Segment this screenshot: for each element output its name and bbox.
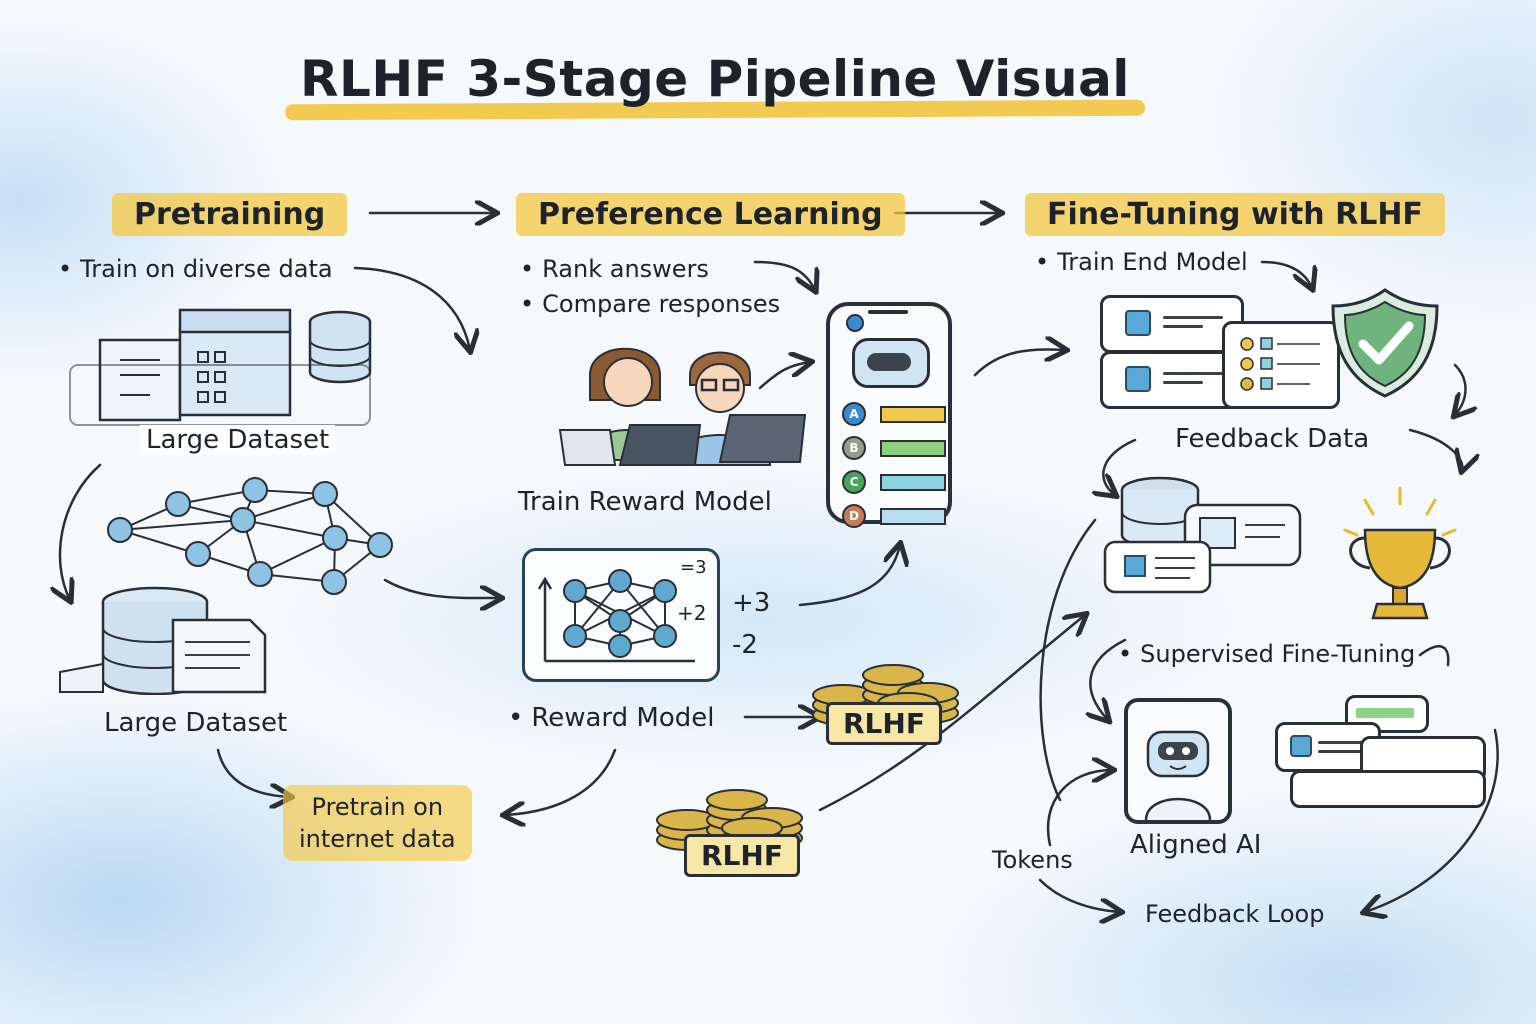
app-icon [846,314,864,332]
trophy-icon [1335,480,1465,630]
option-score-bar [880,405,946,423]
callout-pretrain-internet: Pretrain on internet data [283,785,472,861]
ranking-option-d: D [842,504,946,528]
rlhf-tag-2: RLHF [684,834,800,877]
network-node [608,634,632,658]
callout-line-2: internet data [299,825,456,853]
network-node [321,569,347,595]
option-score-bar [880,473,946,491]
robot-phone-icon [1124,698,1232,824]
label-aligned-ai: Aligned AI [1130,830,1262,860]
network-node [563,624,587,648]
network-edge [177,489,256,505]
label-large-dataset-top: Large Dataset [140,425,336,455]
arrow-reward-to-callout [505,748,617,815]
arrow-sft-right [1418,645,1450,667]
thumbs-up-bubble-icon [1100,295,1340,420]
network-edge [119,519,244,531]
annotators-with-laptops-icon [550,330,810,470]
label-large-dataset-bottom: Large Dataset [104,708,288,738]
option-score-bar [880,507,946,525]
arrow-scores-up [798,545,900,607]
score-plus3: +3 [732,588,771,618]
shield-check-icon [1325,282,1445,402]
ranking-option-a: A [842,402,946,426]
coin [706,789,768,811]
label-supervised-fine-tuning: Supervised Fine-Tuning [1118,640,1415,668]
arrow-rank-answers [753,260,815,290]
rlhf-tag-1: RLHF [826,702,942,745]
network-edge [242,519,336,539]
option-letter-badge: C [842,470,866,494]
label-feedback-loop: Feedback Loop [1145,900,1325,928]
network-edge [259,537,336,575]
database-stack-icon [60,300,400,430]
reward-chart-icon: =3 +2 [522,548,720,682]
network-node [185,541,211,567]
coin [862,664,924,686]
score-minus2: -2 [732,630,758,660]
arrow-tokens-up [1046,770,1112,847]
network-node [322,525,348,551]
ranking-option-c: C [842,470,946,494]
network-node [653,579,677,603]
ranking-option-b: B [842,436,946,460]
thumbs-up-icon [1290,735,1312,757]
page-title: RLHF 3-Stage Pipeline Visual [300,50,1130,108]
thumbs-up-icon [1125,310,1151,336]
label-train-reward-model: Train Reward Model [518,487,772,517]
network-node [242,477,268,503]
network-node [608,609,632,633]
phone-speaker [868,310,908,314]
neural-network-icon [100,470,400,600]
score-eq3: =3 [680,557,707,578]
option-letter-badge: D [842,504,866,528]
score-plus2: +2 [677,601,707,625]
robot-icon [852,338,930,388]
stage-finetuning-header: Fine-Tuning with RLHF [1025,193,1445,236]
label-feedback-data: Feedback Data [1175,424,1370,454]
network-node [165,491,191,517]
stage-preference-header: Preference Learning [516,193,905,236]
arrow-tokens-to-loop [1038,878,1120,912]
network-node [367,532,393,558]
network-node [107,517,133,543]
network-node [312,481,338,507]
stage-pretraining-header: Pretraining [112,193,348,236]
network-node [608,569,632,593]
network-node [230,507,256,533]
feedback-database-icon [1100,470,1310,610]
arrow-feedback-right [1408,428,1462,470]
arrow-shield-down [1455,363,1466,415]
arrow-left-loop [1039,518,1097,802]
callout-line-1: Pretrain on [311,793,444,821]
arrow-phone-to-feedback [973,349,1065,377]
chat-bubbles-icon [1270,690,1486,810]
network-node [247,561,273,587]
network-edge [119,529,199,555]
chart-axis [537,576,695,663]
bullet-train-end-model: Train End Model [1035,248,1248,276]
thumbs-up-icon [1125,366,1151,392]
option-score-bar [880,439,946,457]
network-node [563,579,587,603]
arrow-large-dataset-to-callout [216,748,290,797]
arrow-network-to-reward [383,578,500,598]
label-tokens: Tokens [992,846,1073,874]
progress-bar [1356,708,1414,718]
option-letter-badge: A [842,402,866,426]
bullet-rank-answers: Rank answers [520,255,709,283]
bullet-compare-responses: Compare responses [520,290,780,318]
network-node [653,624,677,648]
label-reward-model: Reward Model [508,703,714,733]
option-letter-badge: B [842,436,866,460]
bullet-train-diverse-data: Train on diverse data [58,255,332,283]
database-icon [55,580,295,696]
network-edge [242,493,326,521]
arrow-train-end-model [1260,260,1312,288]
